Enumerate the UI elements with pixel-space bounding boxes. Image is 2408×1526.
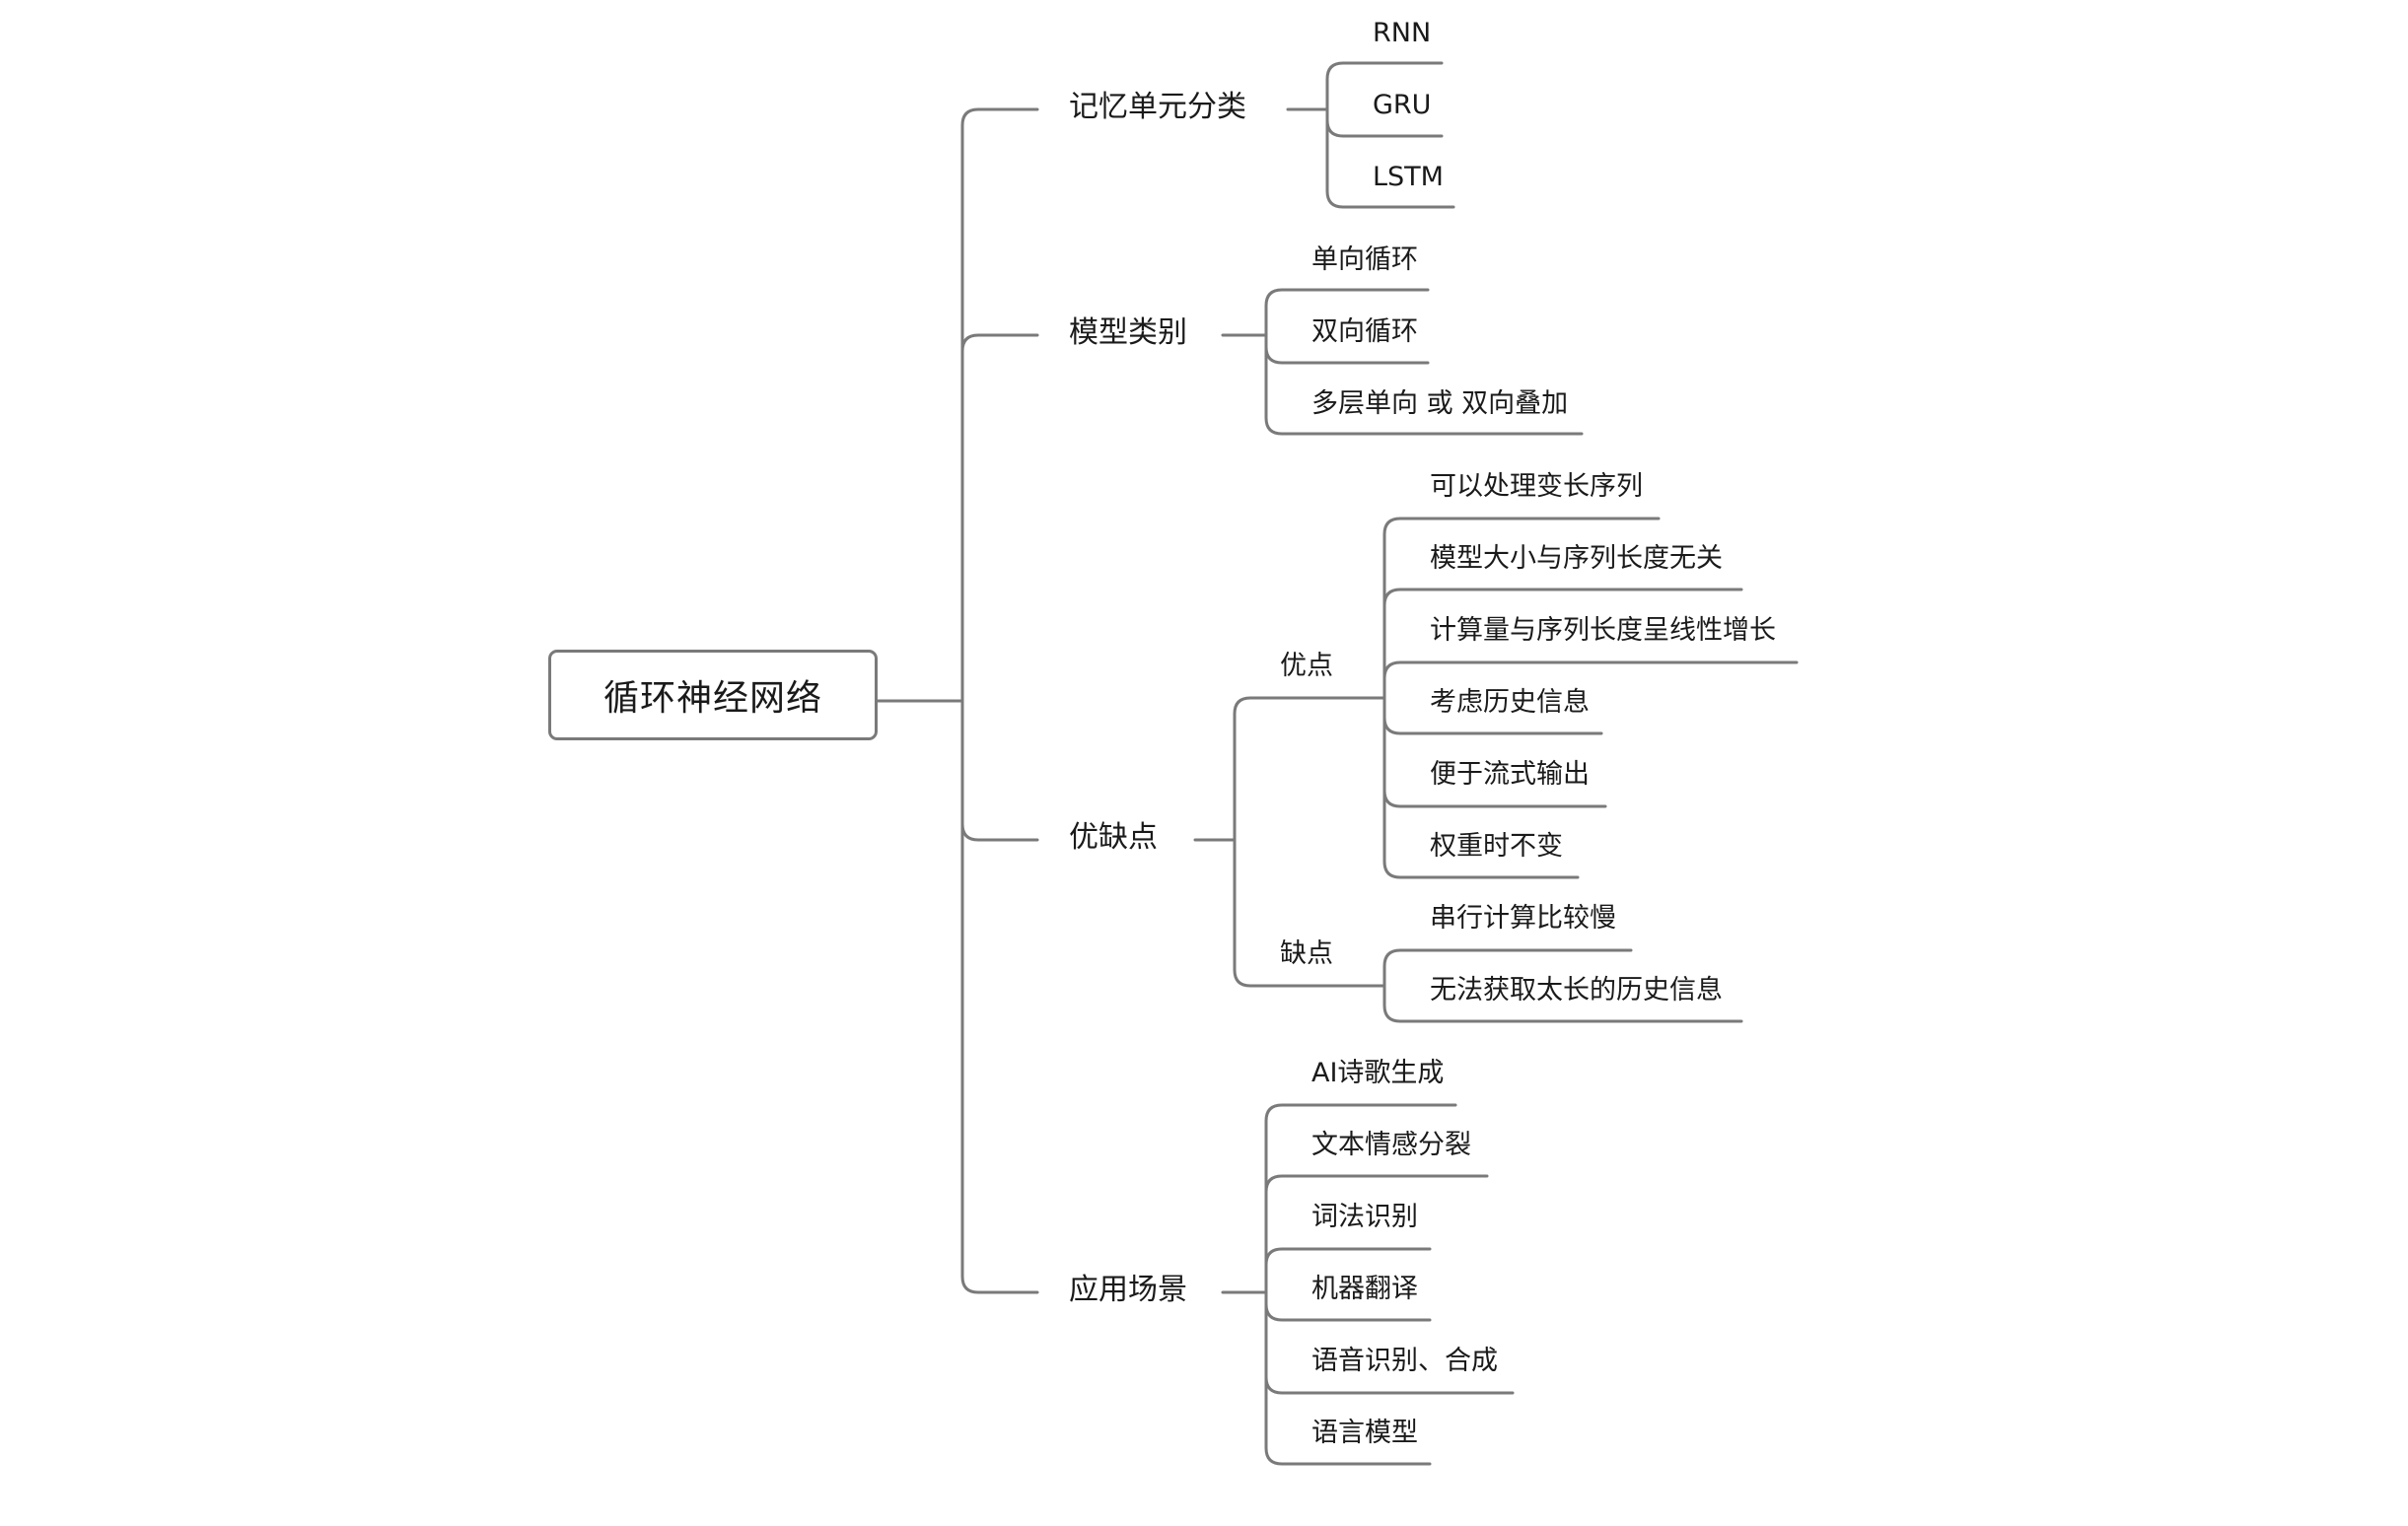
root-link-0 [960,107,1039,703]
branch-applications[interactable]: 应用场景 [1069,1273,1187,1307]
model-link-2 [1264,333,1584,436]
root-node[interactable]: 循环神经网络 [548,650,878,740]
root-label: 循环神经网络 [602,678,822,719]
leaf-unidirectional[interactable]: 单向循环 [1311,244,1418,275]
pros-link-2 [1382,660,1799,700]
pro-history-info[interactable]: 考虑历史信息 [1430,687,1590,718]
branch-memory-unit-types[interactable]: 记忆单元分类 [1069,90,1246,124]
pro-time-invariant[interactable]: 权重时不变 [1430,831,1563,862]
apps-link-5 [1264,1290,1432,1466]
cons-link-0 [1382,948,1633,988]
pros-link-5 [1382,696,1580,879]
memory-link-2 [1325,107,1455,209]
pro-linear-compute[interactable]: 计算量与序列长度呈线性增长 [1430,615,1776,646]
pro-model-size[interactable]: 模型大小与序列长度无关 [1430,543,1723,574]
sub-cons[interactable]: 缺点 [1280,938,1333,969]
branch-model-categories[interactable]: 模型类别 [1069,315,1187,350]
proscons-link-1 [1233,838,1382,988]
memory-link-0 [1325,61,1444,111]
pro-variable-length[interactable]: 可以处理变长序列 [1430,471,1643,502]
leaf-stacked[interactable]: 多层单向 或 双向叠加 [1311,388,1569,419]
pros-link-1 [1382,588,1743,700]
app-language-model[interactable]: 语言模型 [1311,1418,1418,1448]
branch-pros-cons[interactable]: 优缺点 [1069,820,1158,855]
app-sentiment[interactable]: 文本情感分裂 [1311,1130,1471,1160]
app-translation[interactable]: 机器翻译 [1311,1274,1418,1304]
con-serial-slow[interactable]: 串行计算比较慢 [1430,903,1616,934]
cons-link-1 [1382,984,1743,1023]
leaf-rnn[interactable]: RNN [1373,18,1432,48]
root-link-1 [960,333,1039,703]
root-link-2 [960,699,1039,842]
leaf-gru[interactable]: GRU [1373,90,1432,120]
apps-link-1 [1264,1174,1489,1294]
apps-link-4 [1264,1290,1515,1395]
proscons-link-0 [1233,696,1382,842]
apps-link-2 [1264,1247,1432,1294]
leaf-lstm[interactable]: LSTM [1373,162,1444,192]
app-poetry[interactable]: AI诗歌生成 [1311,1058,1445,1088]
root-link-3 [960,699,1039,1294]
app-lexical[interactable]: 词法识别 [1311,1202,1418,1232]
con-long-history[interactable]: 无法获取太长的历史信息 [1430,975,1723,1006]
sub-pros[interactable]: 优点 [1280,651,1333,681]
pro-streaming-output[interactable]: 便于流式输出 [1430,759,1590,790]
model-link-0 [1264,288,1430,337]
pros-link-0 [1382,517,1661,700]
leaf-bidirectional[interactable]: 双向循环 [1311,316,1418,347]
apps-link-0 [1264,1103,1457,1294]
app-speech[interactable]: 语音识别、合成 [1311,1346,1498,1376]
